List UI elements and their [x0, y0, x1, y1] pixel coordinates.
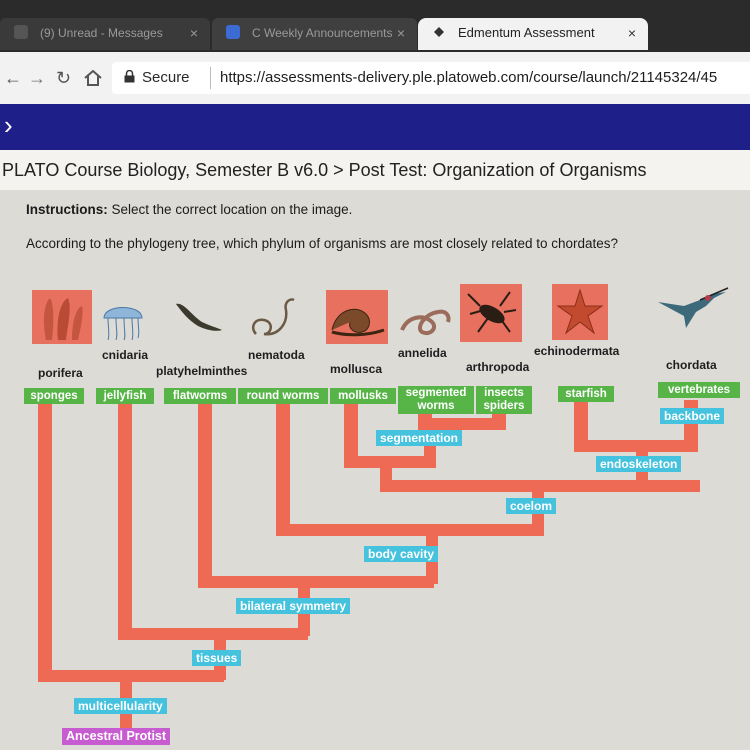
edmentum-icon: [434, 27, 444, 37]
branch-mollusca: [344, 400, 358, 468]
close-icon[interactable]: ×: [627, 25, 636, 41]
example-vertebrates[interactable]: vertebrates: [658, 382, 740, 398]
segmented-worm-image[interactable]: [398, 300, 454, 340]
trait-segmentation[interactable]: segmentation: [376, 430, 463, 446]
address-bar: ← → ↻ Secure https://assessments-deliver…: [0, 52, 750, 105]
phylum-annelida: annelida: [398, 346, 447, 360]
phylum-nematoda: nematoda: [248, 348, 305, 362]
tab-messages[interactable]: (9) Unread - Messages ×: [0, 18, 210, 50]
tab-announcements[interactable]: C Weekly Announcements ×: [212, 18, 417, 50]
flatworm-image[interactable]: [170, 296, 226, 336]
back-arrow-icon[interactable]: ←: [4, 68, 22, 88]
example-segmented-worms[interactable]: segmented worms: [398, 386, 474, 414]
phylum-echinodermata: echinodermata: [534, 344, 620, 358]
trait-endoskeleton[interactable]: endoskeleton: [596, 456, 682, 472]
mollusk-image[interactable]: [326, 290, 388, 344]
phylum-cnidaria: cnidaria: [102, 348, 149, 362]
question-prompt: According to the phylogeny tree, which p…: [26, 236, 619, 251]
branch-cnidaria: [118, 400, 132, 640]
branch-nematoda: [276, 400, 290, 536]
example-insects-spiders[interactable]: insects spiders: [476, 386, 532, 414]
trait-multicellularity[interactable]: multicellularity: [74, 698, 167, 714]
tab-edmentum-assessment[interactable]: Edmentum Assessment ×: [418, 18, 648, 50]
branch-coelomate-join: [380, 480, 700, 492]
reload-icon[interactable]: ↻: [56, 68, 72, 88]
trait-body-cavity[interactable]: body cavity: [364, 546, 439, 562]
root-ancestral-protist[interactable]: Ancestral Protist: [62, 728, 171, 745]
trait-backbone[interactable]: backbone: [660, 408, 725, 424]
trait-tissues[interactable]: tissues: [192, 650, 242, 666]
secure-label: Secure: [142, 69, 190, 86]
branch-deuterostome-join: [574, 440, 696, 452]
branch-platyhelminthes: [198, 400, 212, 588]
phylum-arthropoda: arthropoda: [466, 360, 530, 374]
trait-bilateral-symmetry[interactable]: bilateral symmetry: [236, 598, 351, 614]
phylum-porifera: porifera: [38, 366, 83, 380]
instructions-text: Select the correct location on the image…: [111, 202, 353, 217]
example-jellyfish[interactable]: jellyfish: [96, 388, 154, 404]
phylogeny-tree[interactable]: porifera cnidaria platyhelminthes nemato…: [0, 270, 750, 750]
forward-arrow-icon[interactable]: →: [28, 68, 46, 88]
branch-echinodermata: [574, 400, 588, 452]
url-field[interactable]: Secure https://assessments-delivery.ple.…: [112, 62, 750, 94]
course-breadcrumb: PLATO Course Biology, Semester B v6.0 > …: [2, 160, 647, 180]
course-header: PLATO Course Biology, Semester B v6.0 > …: [0, 150, 750, 190]
example-round-worms[interactable]: round worms: [238, 388, 328, 404]
starfish-image[interactable]: [552, 284, 608, 340]
trait-coelom[interactable]: coelom: [506, 498, 557, 514]
jellyfish-image[interactable]: [100, 298, 146, 342]
instructions: Instructions: Select the correct locatio…: [26, 202, 352, 217]
branch-annelid-arthropod-join: [418, 418, 506, 430]
tab-label: Edmentum Assessment: [458, 25, 595, 40]
close-icon[interactable]: ×: [396, 25, 405, 41]
phylum-chordata: chordata: [666, 358, 717, 372]
url-separator: [210, 67, 211, 89]
lock-icon: [124, 70, 135, 83]
browser-tab-strip: (9) Unread - Messages × C Weekly Announc…: [0, 0, 750, 52]
roundworm-image[interactable]: [248, 294, 298, 340]
example-sponges[interactable]: sponges: [24, 388, 84, 404]
url-text: https://assessments-delivery.ple.platowe…: [220, 69, 718, 86]
tab-label: (9) Unread - Messages: [40, 26, 163, 40]
canvas-tab-icon: [226, 25, 240, 39]
branch-bilateral-join: [118, 628, 308, 640]
sponge-image[interactable]: [32, 290, 92, 344]
messages-tab-icon: [14, 25, 28, 39]
example-flatworms[interactable]: flatworms: [164, 388, 236, 404]
phylum-platyhelminthes: platyhelminthes: [156, 364, 248, 378]
example-starfish[interactable]: starfish: [558, 386, 614, 402]
branch-body-cavity-join: [198, 576, 434, 588]
branch-porifera: [38, 400, 52, 682]
course-nav-bar: ›: [0, 104, 750, 150]
insect-image[interactable]: [460, 284, 522, 342]
phylum-mollusca: mollusca: [330, 362, 383, 376]
instructions-label: Instructions:: [26, 202, 108, 217]
close-icon[interactable]: ×: [189, 25, 198, 41]
example-mollusks[interactable]: mollusks: [330, 388, 396, 404]
branch-segmentation-join: [344, 456, 434, 468]
branch-coelom-join: [276, 524, 542, 536]
expand-chevron-icon[interactable]: ›: [4, 110, 13, 140]
hummingbird-image[interactable]: [656, 286, 732, 338]
tab-label: C Weekly Announcements: [252, 26, 393, 40]
home-icon[interactable]: [84, 70, 102, 86]
branch-root-bar: [38, 670, 224, 682]
